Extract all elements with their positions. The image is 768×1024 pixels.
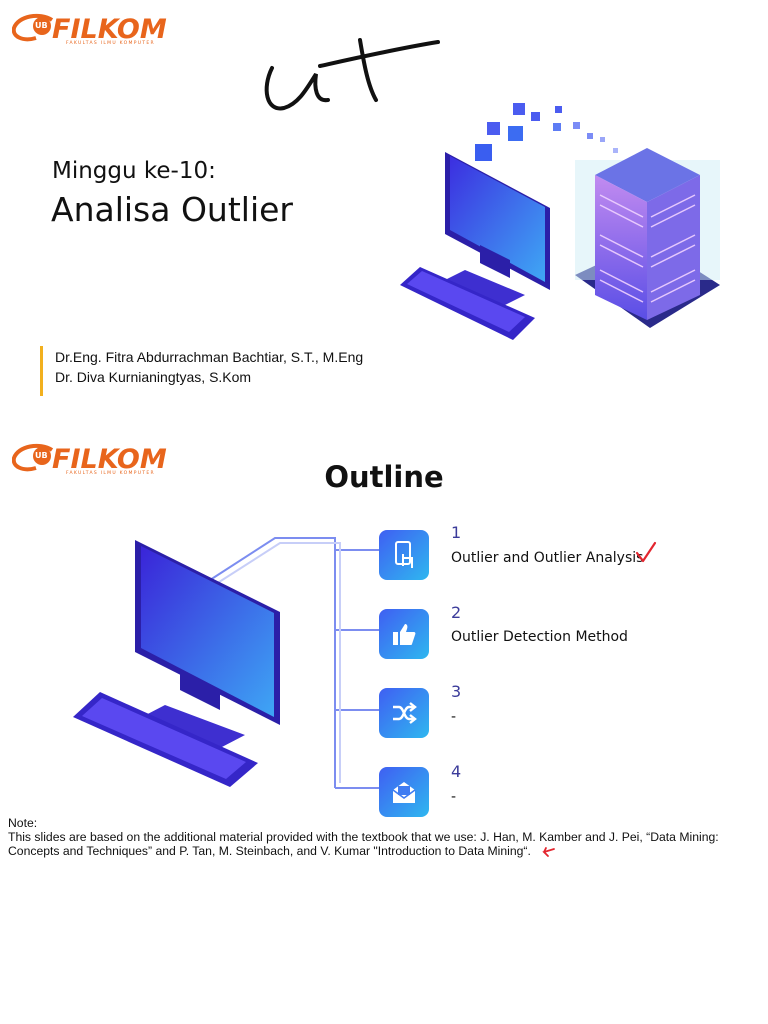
logo-badge: UB	[35, 451, 48, 460]
note-label: Note:	[8, 816, 38, 830]
item-2-label: Outlier Detection Method	[451, 629, 628, 645]
thumbs-up-icon	[393, 624, 416, 645]
checkmark-annotation-icon	[635, 541, 657, 563]
outline-title: Outline	[324, 460, 444, 494]
item-4-icon-box	[379, 767, 429, 817]
item-3-number: 3	[451, 682, 462, 701]
item-2-icon-box	[379, 609, 429, 659]
item-1-label: Outlier and Outlier Analysis	[451, 550, 644, 566]
item-1-icon-box	[379, 530, 429, 580]
logo-subtext: FAKULTAS ILMU KOMPUTER	[66, 41, 155, 46]
mail-icon	[392, 782, 416, 803]
logo-text: FILKOM	[52, 13, 167, 45]
arrow-annotation-icon	[542, 846, 556, 857]
item-4-number: 4	[451, 762, 462, 781]
ub-swoosh-icon	[12, 443, 54, 472]
item-4-label: -	[451, 789, 457, 805]
shuffle-icon	[393, 702, 417, 724]
author-2: Dr. Diva Kurnianingtyas, S.Kom	[55, 369, 252, 385]
item-3-label: -	[451, 709, 457, 725]
author-1: Dr.Eng. Fitra Abdurrachman Bachtiar, S.T…	[55, 349, 364, 365]
computer-server-illustration	[400, 103, 720, 340]
item-3-icon-box	[379, 688, 429, 738]
handwriting-annotation	[264, 38, 440, 111]
ub-swoosh-icon	[12, 13, 54, 42]
slide-title: Analisa Outlier	[51, 190, 293, 229]
touch-phone-icon	[395, 541, 413, 568]
note-text: This slides are based on the additional …	[8, 830, 719, 858]
slide-2: UB FILKOM FAKULTAS ILMU KOMPUTER	[0, 430, 768, 870]
filkom-logo-2: UB FILKOM FAKULTAS ILMU KOMPUTER	[12, 442, 167, 476]
outline-illustration	[73, 537, 382, 789]
week-label: Minggu ke-10:	[52, 158, 216, 184]
logo-badge: UB	[35, 21, 48, 30]
logo-text: FILKOM	[52, 443, 167, 475]
author-accent-bar	[40, 346, 43, 396]
item-2-number: 2	[451, 603, 462, 622]
slide-1: UB FILKOM FAKULTAS ILMU KOMPUTER Minggu …	[0, 0, 768, 410]
filkom-logo: UB FILKOM FAKULTAS ILMU KOMPUTER	[12, 12, 167, 46]
item-1-number: 1	[451, 523, 462, 542]
logo-subtext: FAKULTAS ILMU KOMPUTER	[66, 471, 155, 476]
note-block: Note: This slides are based on the addit…	[8, 816, 764, 858]
